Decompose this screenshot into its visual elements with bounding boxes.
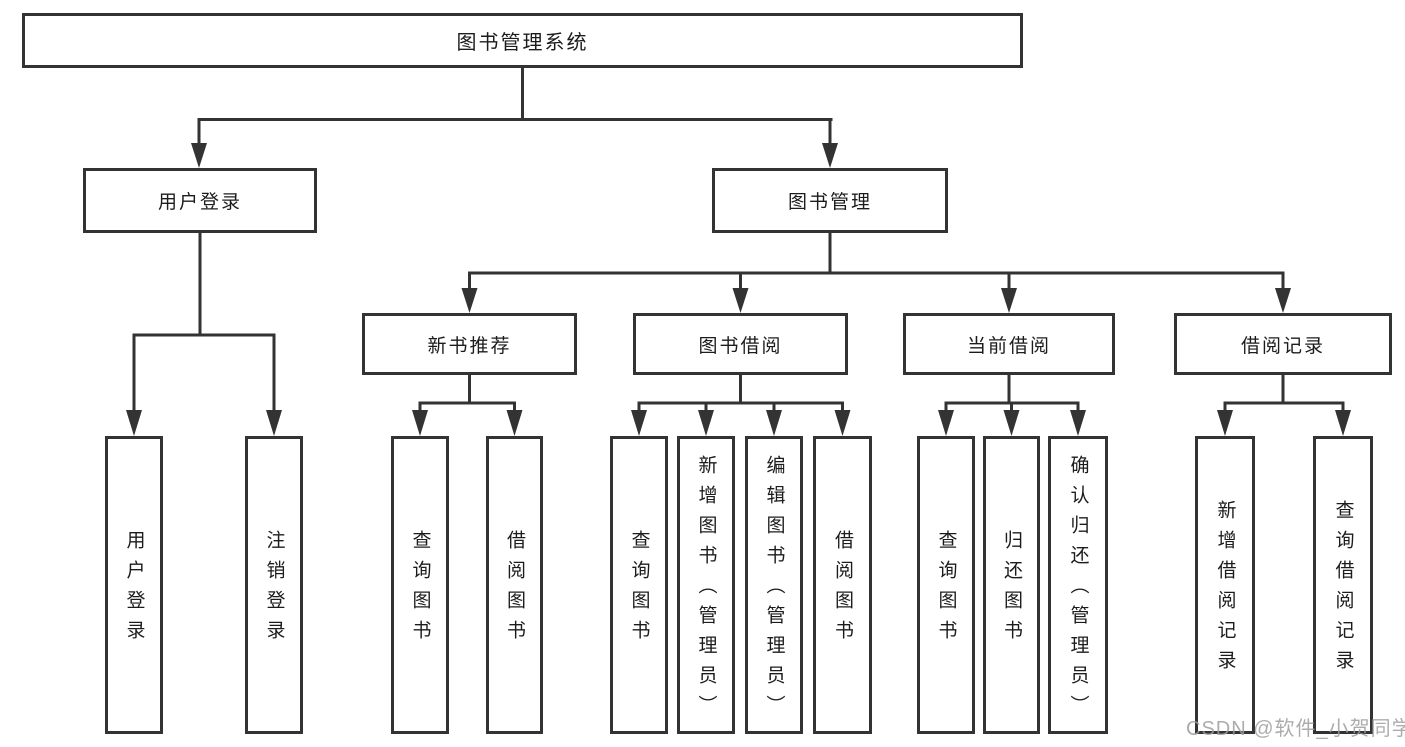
csdn-watermark: CSDN @软件_小贺同学 bbox=[1186, 718, 1405, 740]
node-user-login: 用户登录 bbox=[83, 168, 317, 233]
node-label: 新增借阅记录 bbox=[1214, 500, 1236, 680]
node-label: 新增图书（管理员） bbox=[695, 455, 717, 725]
edge-current-borrowing-to-leaves bbox=[944, 375, 1080, 412]
node-label: 新书推荐 bbox=[427, 335, 512, 357]
leaf-query-books-recommend: 查询图书 bbox=[391, 436, 449, 734]
arrowhead-icon bbox=[822, 143, 838, 168]
node-label: 查询图书 bbox=[628, 530, 650, 650]
node-label: 编辑图书（管理员） bbox=[763, 455, 785, 725]
arrowhead-icon bbox=[766, 410, 782, 436]
node-book-management: 图书管理 bbox=[712, 168, 948, 233]
node-label: 用户登录 bbox=[123, 530, 145, 650]
leaf-return-books: 归还图书 bbox=[983, 436, 1040, 734]
node-label: 查询图书 bbox=[935, 530, 957, 650]
node-label: 借阅记录 bbox=[1240, 335, 1325, 357]
arrowhead-icon bbox=[412, 410, 428, 436]
node-label: 图书管理系统 bbox=[456, 32, 589, 54]
edge-new-book-recommend-to-leaves bbox=[418, 375, 516, 412]
node-label: 图书管理 bbox=[787, 192, 872, 213]
arrowhead-icon bbox=[191, 143, 207, 168]
edge-user-login-to-leaves bbox=[132, 233, 276, 411]
arrowhead-icon bbox=[506, 410, 523, 436]
node-library-management-system: 图书管理系统 bbox=[22, 13, 1023, 68]
arrowhead-icon bbox=[698, 410, 714, 436]
edge-book-management-to-level3 bbox=[468, 233, 1285, 289]
arrowhead-icon bbox=[1001, 288, 1017, 313]
leaf-borrow-books-recommend: 借阅图书 bbox=[486, 436, 543, 734]
arrowhead-icon bbox=[1275, 288, 1291, 313]
arrowhead-icon bbox=[266, 410, 282, 436]
leaf-query-books-current: 查询图书 bbox=[917, 436, 975, 734]
leaf-add-borrow-record: 新增借阅记录 bbox=[1195, 436, 1255, 734]
arrowhead-icon bbox=[461, 288, 478, 313]
node-current-borrowing: 当前借阅 bbox=[903, 313, 1115, 375]
node-label: 确认归还（管理员） bbox=[1067, 455, 1089, 725]
node-new-book-recommend: 新书推荐 bbox=[362, 313, 577, 375]
node-label: 查询图书 bbox=[409, 530, 431, 650]
arrowhead-icon bbox=[732, 288, 749, 313]
arrowhead-icon bbox=[1070, 410, 1086, 436]
arrowhead-icon bbox=[938, 410, 954, 436]
arrowhead-icon bbox=[834, 410, 851, 436]
node-label: 查询借阅记录 bbox=[1332, 500, 1354, 680]
leaf-add-book-admin: 新增图书（管理员） bbox=[677, 436, 735, 734]
leaf-logout: 注销登录 bbox=[245, 436, 303, 734]
leaf-borrow-books-borrowing: 借阅图书 bbox=[813, 436, 872, 734]
leaf-confirm-return-admin: 确认归还（管理员） bbox=[1048, 436, 1108, 734]
node-label: 归还图书 bbox=[1001, 530, 1022, 650]
node-label: 注销登录 bbox=[263, 530, 285, 650]
node-borrowing-records: 借阅记录 bbox=[1174, 313, 1392, 375]
arrowhead-icon bbox=[1335, 410, 1351, 436]
node-label: 图书借阅 bbox=[698, 335, 783, 357]
node-label: 当前借阅 bbox=[966, 335, 1051, 357]
node-label: 借阅图书 bbox=[832, 530, 853, 650]
edge-borrowing-records-to-leaves bbox=[1223, 375, 1345, 412]
arrowhead-icon bbox=[1003, 410, 1020, 436]
node-label: 用户登录 bbox=[157, 192, 242, 213]
arrowhead-icon bbox=[1217, 410, 1233, 436]
arrowhead-icon bbox=[126, 410, 142, 436]
leaf-query-borrow-record: 查询借阅记录 bbox=[1313, 436, 1373, 734]
leaf-query-books-borrowing: 查询图书 bbox=[610, 436, 668, 734]
node-book-borrowing: 图书借阅 bbox=[633, 313, 848, 375]
leaf-user-login: 用户登录 bbox=[105, 436, 163, 734]
arrowhead-icon bbox=[631, 410, 647, 436]
node-label: 借阅图书 bbox=[504, 530, 525, 650]
edge-book-borrowing-to-leaves bbox=[637, 375, 844, 412]
leaf-edit-book-admin: 编辑图书（管理员） bbox=[745, 436, 803, 734]
edge-root-to-level2 bbox=[197, 68, 833, 144]
